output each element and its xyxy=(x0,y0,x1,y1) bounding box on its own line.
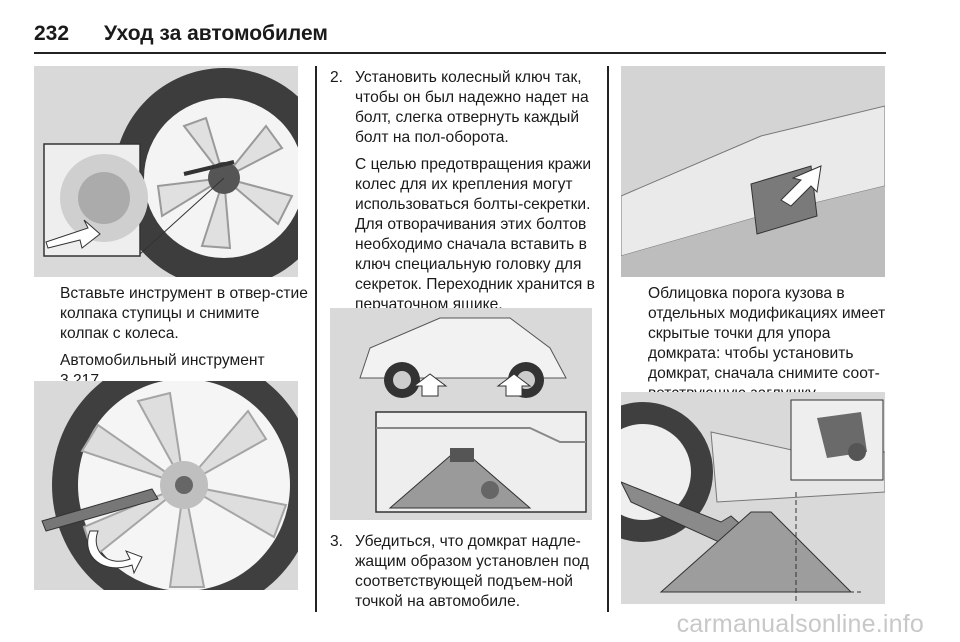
column-divider-1 xyxy=(315,66,317,612)
sill-caption-text: Облицовка порога кузова в отдельных моди… xyxy=(648,285,886,402)
section-title: Уход за автомобилем xyxy=(104,22,328,45)
caption-instruction: Вставьте инструмент в отвер-стие колпака… xyxy=(60,285,308,342)
hubcap-removal-illustration xyxy=(34,66,298,277)
jack-placement-illustration xyxy=(621,392,885,604)
wheel-wrench-illustration xyxy=(34,381,298,590)
header-rule xyxy=(34,52,886,54)
watermark: carmanualsonline.info xyxy=(676,610,924,638)
step-2-note: С целью предотвращения кражи колес для и… xyxy=(355,156,595,313)
step-2: Установить колесный ключ так, чтобы он б… xyxy=(355,68,595,322)
page-number: 232 xyxy=(34,22,70,45)
step-3-number: 3. xyxy=(330,533,344,550)
step-2-number: 2. xyxy=(330,69,344,86)
step-3-text: Убедиться, что домкрат надле-жащим образ… xyxy=(355,533,590,610)
page-header: 232 Уход за автомобилем xyxy=(34,22,328,46)
column-divider-2 xyxy=(607,66,609,612)
step-3: Убедиться, что домкрат надле-жащим образ… xyxy=(355,532,595,619)
caption-tools: Автомобильный инструмент xyxy=(60,352,265,369)
sill-cover-illustration xyxy=(621,66,885,277)
step-2-text: Установить колесный ключ так, чтобы он б… xyxy=(355,69,589,146)
jack-points-illustration xyxy=(330,308,592,520)
